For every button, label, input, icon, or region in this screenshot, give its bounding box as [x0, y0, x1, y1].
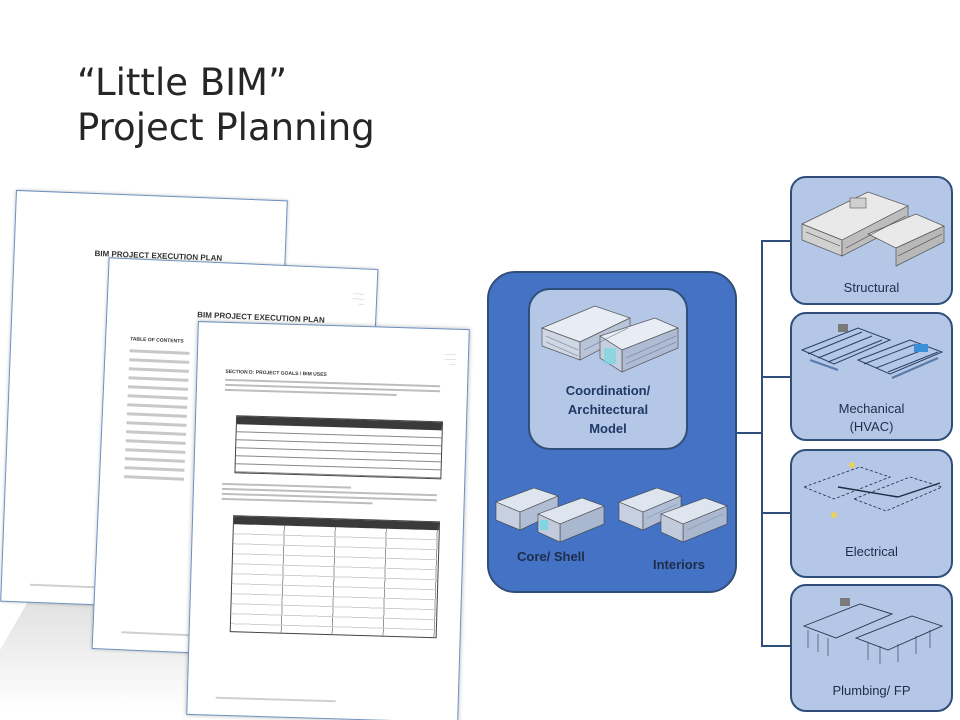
- trade-box-structural: Structural: [790, 176, 953, 305]
- arch-label-line-3: Model: [589, 421, 627, 436]
- title-line-2: Project Planning: [77, 106, 375, 149]
- doc2-toc-lines: [124, 349, 190, 486]
- mechanical-label-line-2: (HVAC): [849, 419, 894, 434]
- doc3-section-title: SECTION D: PROJECT GOALS / BIM USES: [225, 368, 327, 378]
- doc3-paragraph: [224, 378, 441, 400]
- title-line-1: “Little BIM”: [77, 61, 288, 104]
- doc3-corner-text: ──────────: [444, 351, 457, 367]
- interiors-building-image: [618, 487, 728, 543]
- mechanical-systems-image: [800, 324, 944, 380]
- doc3-goals-table: [234, 415, 444, 480]
- plumbing-systems-image: [802, 598, 944, 664]
- connector-plumbing: [761, 645, 791, 647]
- core-shell-label: Core/ Shell: [517, 549, 585, 564]
- doc2-toc-title: TABLE OF CONTENTS: [129, 336, 184, 345]
- connector-mechanical: [761, 376, 791, 378]
- connector-electrical: [761, 512, 791, 514]
- electrical-label: Electrical: [845, 544, 898, 559]
- document-page-3: ────────── SECTION D: PROJECT GOALS / BI…: [186, 321, 470, 720]
- connector-structural: [761, 240, 791, 242]
- plumbing-label: Plumbing/ FP: [832, 683, 911, 698]
- doc3-paragraph-2: [221, 482, 437, 509]
- arch-label-line-1: Coordination/: [565, 383, 651, 398]
- trade-box-mechanical: Mechanical (HVAC): [790, 312, 953, 441]
- architectural-building-image: [541, 305, 679, 373]
- doc3-uses-table: [229, 515, 441, 639]
- structural-label: Structural: [843, 280, 900, 295]
- trade-box-electrical: Electrical: [790, 449, 953, 578]
- interiors-label: Interiors: [653, 557, 706, 572]
- slide-title: “Little BIM” Project Planning: [77, 60, 375, 150]
- trade-box-plumbing: Plumbing/ FP: [790, 584, 953, 712]
- architectural-model-label: Coordination/ Architectural Model: [528, 381, 688, 438]
- doc2-corner-text: ──────────: [352, 290, 365, 307]
- document-stack: BIM PROJECT EXECUTION PLAN ────────── BI…: [0, 180, 480, 720]
- core-shell-building-image: [495, 487, 605, 543]
- structural-building-image: [801, 191, 945, 267]
- arch-label-line-2: Architectural: [567, 402, 649, 417]
- mechanical-label-line-1: Mechanical: [838, 401, 905, 416]
- mechanical-label: Mechanical (HVAC): [792, 400, 951, 436]
- doc3-footer: [215, 696, 336, 703]
- connector-vertical: [761, 240, 763, 647]
- electrical-systems-image: [802, 462, 944, 518]
